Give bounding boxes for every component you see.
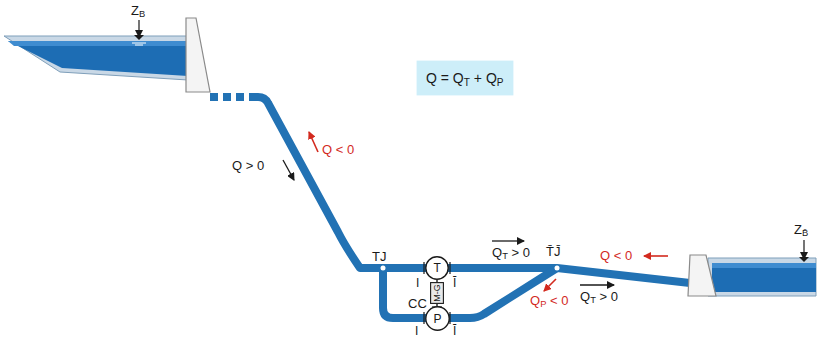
motor-generator-box: M-G (430, 282, 444, 304)
flow-label: I (416, 275, 419, 291)
flow-label: I (415, 323, 418, 339)
circle-shape (426, 257, 448, 279)
flow-label: CC (408, 296, 427, 312)
node-text: T (434, 261, 441, 275)
flow-label: QT > 0 (492, 245, 530, 261)
flow-label: T̄J̄ (546, 244, 560, 260)
flow-label: ZB (131, 3, 145, 19)
node-text: P (434, 312, 442, 326)
subscript: B̄ (802, 228, 808, 238)
equation-box: Q = QT + QP (416, 60, 514, 96)
flow-label: Ī (453, 323, 456, 339)
flow-label: Q < 0 (600, 248, 632, 264)
flow-label: TJ (372, 249, 386, 265)
flow-label: QP < 0 (530, 293, 568, 309)
flow-label: Ī (453, 275, 456, 291)
flow-label: Q > 0 (232, 158, 264, 174)
node-text: Q = QT + QP (426, 70, 504, 86)
rect-shape (431, 283, 444, 304)
node-text: M-G (432, 284, 442, 302)
pump-symbol: P (425, 306, 450, 331)
shaft-line (436, 304, 437, 306)
flow-label: Q < 0 (322, 142, 354, 158)
subscript: T (502, 251, 508, 261)
subscript: T (590, 295, 596, 305)
subscript: B (139, 9, 145, 19)
subscript: P (540, 299, 546, 309)
shaft-line (436, 280, 437, 282)
circle-shape (426, 307, 449, 330)
subscript: P (497, 77, 504, 88)
flow-label: QT > 0 (580, 289, 618, 305)
turbine-symbol: T (425, 256, 449, 280)
subscript: T (464, 77, 470, 88)
flow-label: ZB̄ (794, 222, 808, 238)
rect-shape (417, 61, 514, 96)
